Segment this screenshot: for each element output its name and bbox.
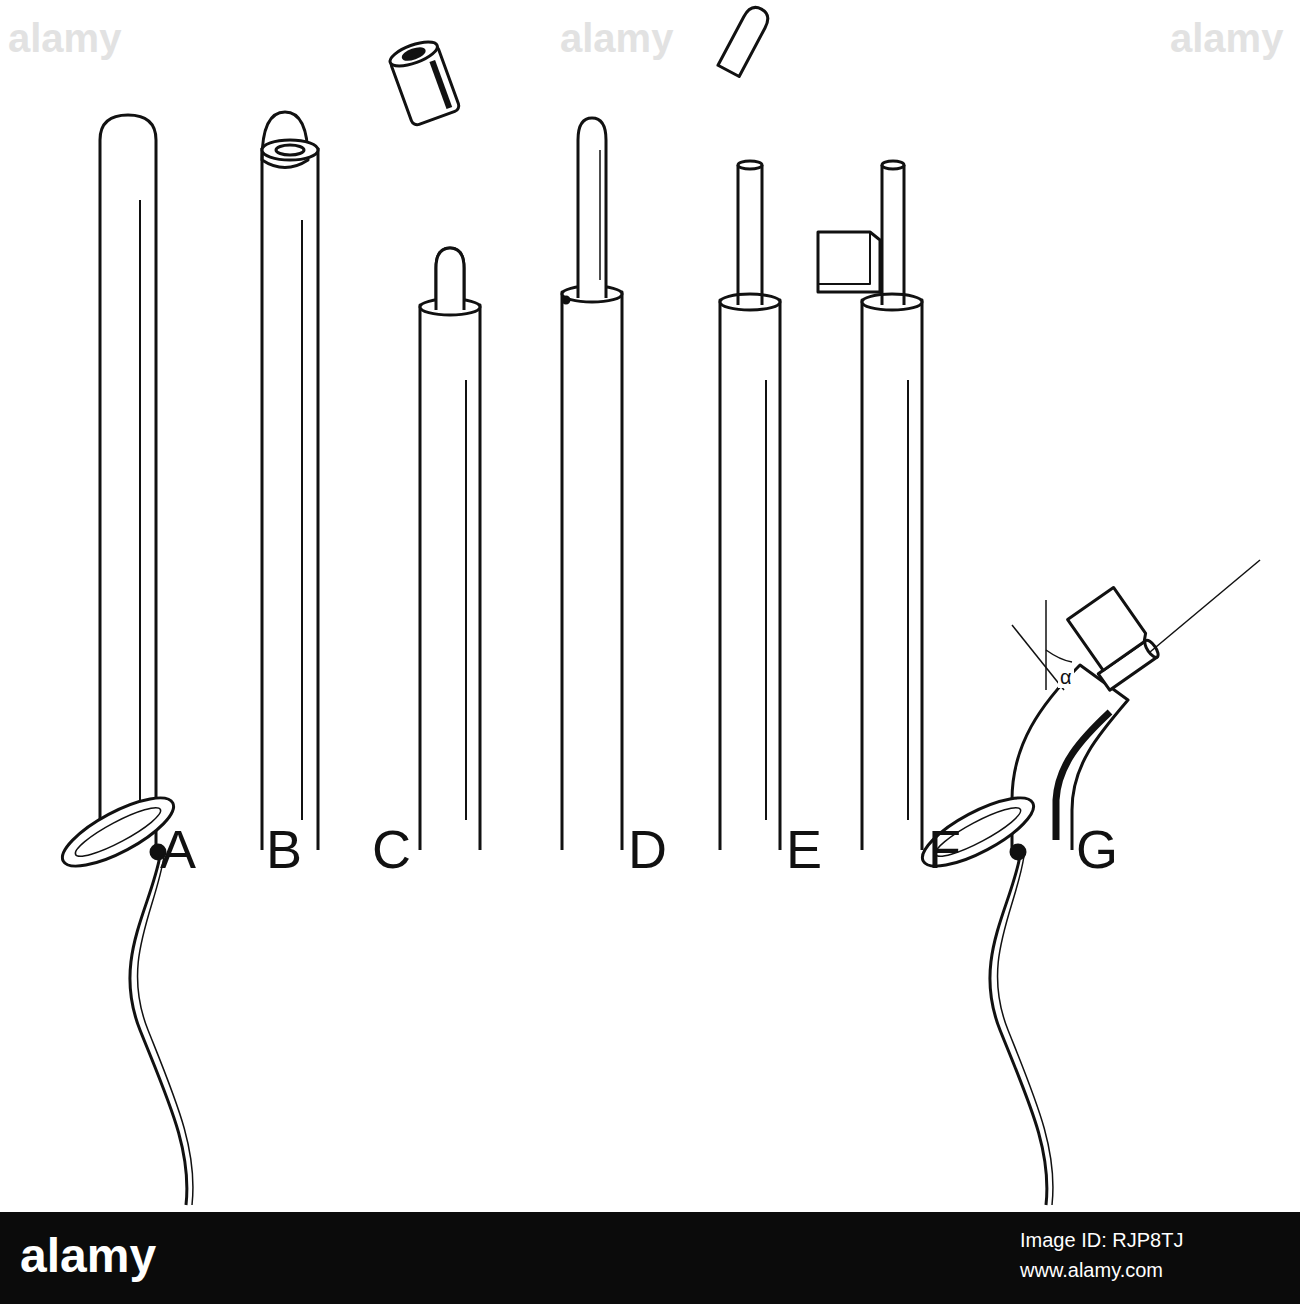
root	[998, 856, 1053, 1205]
angle-symbol: α	[1058, 666, 1074, 688]
shading	[139, 200, 141, 820]
hollow	[402, 46, 425, 61]
coleoptile	[862, 300, 922, 850]
cut-surface	[738, 161, 762, 169]
cut-surface	[862, 294, 922, 310]
agar-block-edge	[818, 232, 870, 284]
shading	[907, 380, 909, 820]
shading	[599, 150, 601, 280]
watermark: alamy	[8, 18, 121, 58]
watermark-url: www.alamy.com	[1020, 1260, 1163, 1280]
cut-surface	[262, 140, 318, 160]
angle-arc	[1046, 650, 1072, 662]
shading	[301, 220, 303, 820]
root	[130, 856, 187, 1205]
image-id: Image ID: RJP8TJ	[1020, 1230, 1183, 1250]
panel-letter: E	[786, 822, 822, 876]
root	[138, 856, 193, 1205]
removed-leaf-tip	[718, 3, 772, 76]
panel-letter: B	[266, 822, 302, 876]
shading	[465, 380, 467, 820]
vertical-reference	[1045, 600, 1047, 690]
primary-leaf	[436, 248, 464, 310]
watermark-logo: alamy	[20, 1232, 156, 1280]
primary-leaf	[738, 165, 762, 305]
coleoptile	[420, 305, 480, 850]
shading	[432, 61, 449, 108]
shading	[765, 380, 767, 820]
primary-leaf	[578, 118, 606, 298]
panel-letter: D	[628, 822, 667, 876]
direction-line	[1150, 560, 1260, 652]
agar-block	[1068, 587, 1149, 670]
coleoptile	[262, 148, 318, 850]
shading	[1056, 712, 1110, 840]
panel-letter: A	[160, 822, 196, 876]
panel-letter: C	[372, 822, 411, 876]
coleoptile	[562, 292, 622, 850]
primary-leaf	[436, 248, 464, 310]
watermark-bar	[0, 1212, 1300, 1304]
tangent-line	[1012, 625, 1064, 690]
node	[1011, 845, 1025, 859]
watermark: alamy	[560, 18, 673, 58]
cut-surface	[720, 294, 780, 310]
primary-leaf	[882, 165, 904, 305]
dot	[563, 297, 569, 303]
seed-line	[71, 801, 165, 864]
panel-letter: F	[928, 822, 961, 876]
coleoptile	[720, 300, 780, 850]
panel-letter: G	[1076, 822, 1118, 876]
cut-surface	[882, 161, 904, 169]
agar-block	[818, 232, 880, 292]
coleoptile	[100, 115, 156, 850]
watermark: alamy	[1170, 18, 1283, 58]
root	[990, 856, 1047, 1205]
hollow	[276, 145, 304, 155]
